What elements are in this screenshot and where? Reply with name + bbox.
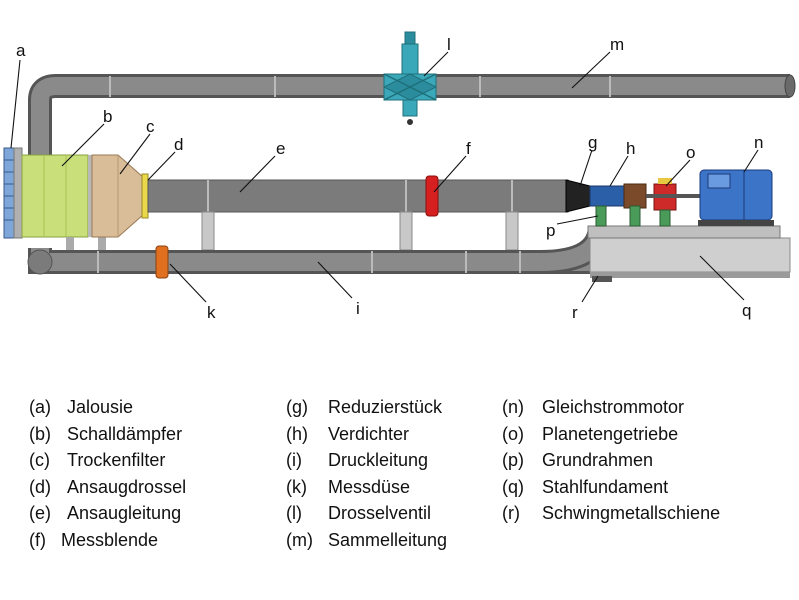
legend-item: (b)Schalldämpfer — [29, 423, 183, 444]
base-frame — [587, 225, 781, 239]
callout-o: o — [686, 143, 695, 162]
legend-item: (e)Ansaugleitung — [29, 503, 182, 523]
dc-motor — [698, 169, 774, 226]
callout-n: n — [754, 133, 763, 152]
callout-h: h — [626, 139, 635, 158]
vibration-rail — [592, 276, 612, 282]
measuring-nozzle — [155, 245, 169, 279]
orifice-plate — [425, 175, 439, 217]
callout-a: a — [16, 41, 26, 60]
callout-labels: a b c d e f g h i k l m n o p q r — [16, 35, 763, 322]
leader-lines — [10, 51, 759, 303]
legend-item: (k)Messdüse — [286, 476, 411, 497]
legend-item: (m)Sammelleitung — [286, 529, 448, 550]
steel-foundation — [589, 237, 791, 278]
reducer — [565, 179, 591, 213]
legend-item: (i)Druckleitung — [286, 450, 429, 470]
collecting-pipe — [28, 74, 796, 160]
callout-i: i — [356, 299, 360, 318]
silencer — [21, 154, 106, 251]
callout-l: l — [447, 35, 451, 54]
legend-item: (p)Grundrahmen — [502, 450, 654, 470]
legend-item: (c)Trockenfilter — [29, 450, 166, 470]
intake-pipe — [147, 179, 569, 251]
callout-m: m — [610, 35, 624, 54]
test-rig-diagram: a b c d e f g h i k l m n o p q r — [3, 31, 796, 322]
callout-f: f — [466, 139, 471, 158]
legend-column-1: (a)Jalousie (b)Schalldämpfer (c)Trockenf… — [29, 394, 186, 553]
planetary-gearbox — [646, 178, 700, 227]
callout-r: r — [572, 303, 578, 322]
legend-item: (g)Reduzierstück — [286, 397, 443, 417]
throttle-valve — [382, 31, 438, 125]
compressor — [589, 183, 647, 227]
callout-d: d — [174, 135, 183, 154]
legend-item: (f)Messblende — [29, 529, 159, 550]
legend-item: (h)Verdichter — [286, 423, 410, 444]
legend-item: (o)Planetengetriebe — [502, 423, 679, 444]
intake-throttle — [141, 173, 149, 219]
callout-b: b — [103, 107, 112, 126]
legend-item: (n)Gleichstrommotor — [502, 397, 685, 417]
callout-g: g — [588, 133, 597, 152]
legend-item: (r)Schwingmetallschiene — [502, 503, 721, 523]
legend-item: (a)Jalousie — [29, 397, 134, 417]
legend-item: (q)Stahlfundament — [502, 476, 669, 497]
legend-column-2: (g)Reduzierstück (h)Verdichter (i)Druckl… — [286, 394, 447, 553]
legend-column-3: (n)Gleichstrommotor (o)Planetengetriebe … — [502, 394, 720, 527]
dry-filter — [91, 154, 145, 238]
callout-e: e — [276, 139, 285, 158]
callout-k: k — [207, 303, 216, 322]
legend-item: (l)Drosselventil — [286, 503, 432, 523]
louver — [3, 147, 23, 239]
callout-c: c — [146, 117, 155, 136]
legend-item: (d)Ansaugdrossel — [29, 476, 187, 497]
callout-q: q — [742, 301, 751, 320]
callout-p: p — [546, 221, 555, 240]
